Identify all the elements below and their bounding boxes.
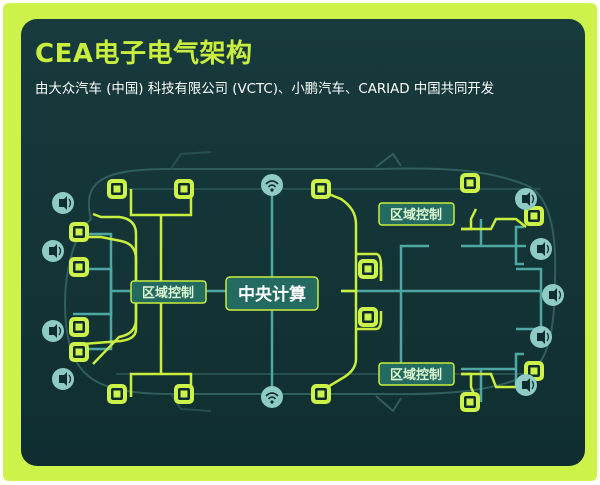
ecu-chip-icon[interactable] — [174, 384, 194, 404]
wireless-icon[interactable] — [260, 173, 284, 197]
central-computing-unit[interactable]: 中央计算 — [225, 276, 319, 311]
zone-controller-left[interactable]: 区域控制 — [130, 280, 207, 304]
sensor-icon[interactable] — [51, 191, 75, 215]
ecu-chip-icon[interactable] — [107, 179, 127, 199]
ecu-chip-icon[interactable] — [358, 307, 378, 327]
ecu-chip-icon[interactable] — [174, 179, 194, 199]
diagram-panel: CEA电子电气架构 由大众汽车 (中国) 科技有限公司 (VCTC)、小鹏汽车、… — [21, 19, 585, 466]
page-title: CEA电子电气架构 — [35, 39, 253, 69]
outer-frame: CEA电子电气架构 由大众汽车 (中国) 科技有限公司 (VCTC)、小鹏汽车、… — [3, 3, 597, 481]
ecu-chip-icon[interactable] — [358, 259, 378, 279]
page-subtitle: 由大众汽车 (中国) 科技有限公司 (VCTC)、小鹏汽车、CARIAD 中国共… — [35, 82, 495, 97]
zone-controller-right-front[interactable]: 区域控制 — [378, 202, 455, 226]
sensor-icon[interactable] — [529, 325, 553, 349]
ecu-chip-icon[interactable] — [69, 222, 89, 242]
sensor-icon[interactable] — [41, 239, 65, 263]
zone-controller-right-front-label: 区域控制 — [390, 207, 442, 223]
zone-controller-right-rear[interactable]: 区域控制 — [378, 362, 455, 386]
ecu-chip-icon[interactable] — [107, 384, 127, 404]
ecu-chip-icon[interactable] — [460, 173, 480, 193]
sensor-icon[interactable] — [514, 187, 538, 211]
ecu-chip-icon[interactable] — [311, 179, 331, 199]
zone-controller-right-rear-label: 区域控制 — [390, 367, 442, 383]
zone-controller-left-label: 区域控制 — [142, 285, 194, 301]
sensor-icon[interactable] — [541, 283, 565, 307]
wireless-icon[interactable] — [260, 385, 284, 409]
sensor-icon[interactable] — [514, 373, 538, 397]
central-computing-label: 中央计算 — [238, 284, 306, 305]
ecu-chip-icon[interactable] — [69, 317, 89, 337]
sensor-icon[interactable] — [41, 319, 65, 343]
ecu-chip-icon[interactable] — [311, 384, 331, 404]
architecture-diagram: 区域控制 区域控制 区域控制 中央计算 — [41, 151, 565, 413]
sensor-icon[interactable] — [51, 367, 75, 391]
ecu-chip-icon[interactable] — [69, 342, 89, 362]
ecu-chip-icon[interactable] — [460, 392, 480, 412]
ecu-chip-icon[interactable] — [69, 257, 89, 277]
sensor-icon[interactable] — [529, 237, 553, 261]
